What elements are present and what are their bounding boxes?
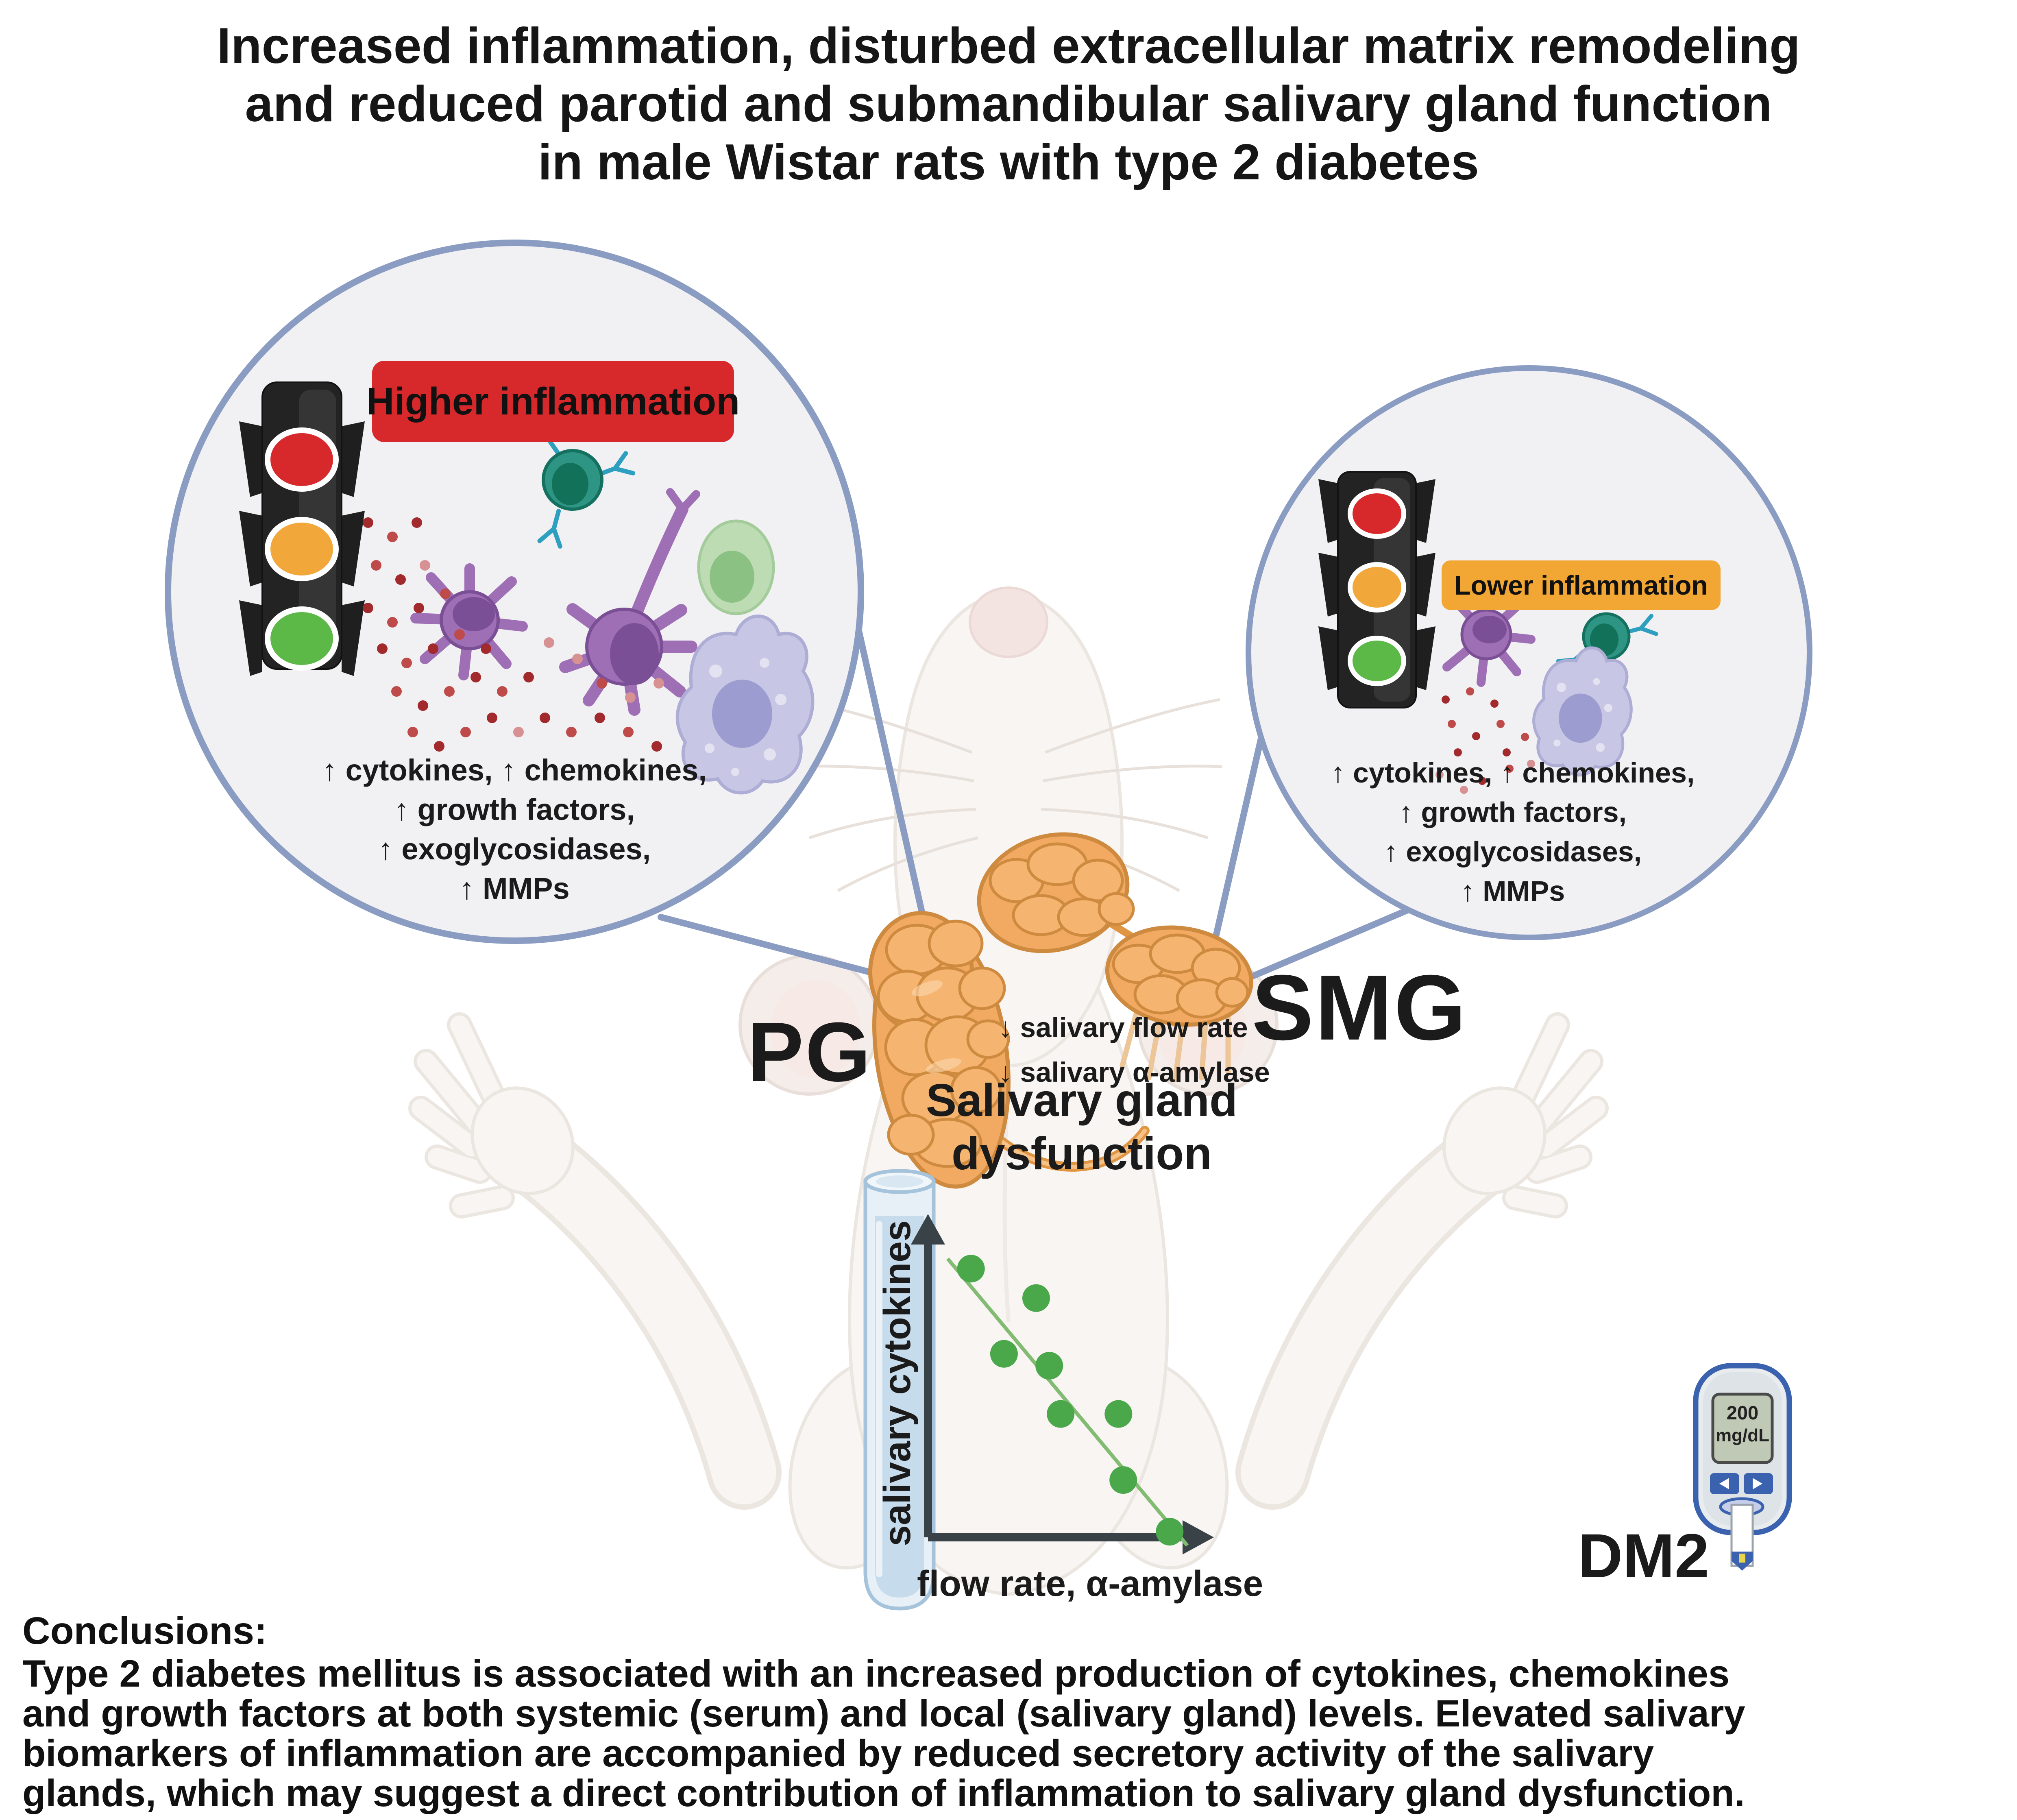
secretion-dots-left	[363, 517, 664, 752]
dysfunction-caption: Salivary gland dysfunction	[876, 1074, 1287, 1180]
conclusions-line: and growth factors at both systemic (ser…	[22, 1692, 1745, 1735]
rat-right-paw	[1442, 1012, 1609, 1218]
title-line-2: and reduced parotid and submandibular sa…	[245, 76, 1772, 132]
marker-line: ↑ cytokines, ↑ chemokines,	[322, 753, 707, 787]
dysfunction-line-1: Salivary gland	[926, 1075, 1238, 1126]
conclusions-heading: Conclusions:	[22, 1609, 267, 1652]
red-light	[1348, 488, 1406, 539]
traffic-light-visors	[239, 421, 365, 676]
higher-inflammation-banner: Higher inflammation	[366, 361, 740, 442]
scatter-point	[1156, 1518, 1184, 1546]
y-axis-label: salivary cytokines	[876, 1220, 918, 1546]
parotid-gland-label: PG	[747, 1005, 873, 1099]
secretion-dots-right	[1435, 687, 1535, 794]
traffic-light-icon-left	[239, 381, 365, 676]
dm2-label: DM2	[1578, 1521, 1710, 1591]
scatter-point	[990, 1340, 1018, 1368]
higher-inflammation-label: Higher inflammation	[366, 379, 740, 423]
immune-cells-left	[363, 416, 815, 795]
title-line-1: Increased inflammation, disturbed extrac…	[217, 18, 1800, 74]
rat-left-paw	[408, 1012, 575, 1218]
y-axis-arrowhead	[911, 1214, 945, 1245]
green-light	[1348, 636, 1406, 686]
lymphocyte-icon	[697, 519, 775, 615]
title-line-3: in male Wistar rats with type 2 diabetes	[538, 134, 1479, 190]
scatter-point	[957, 1255, 985, 1283]
salivary-flow-rate-label: ↓ salivary flow rate	[998, 1012, 1248, 1043]
conclusions-body: Type 2 diabetes mellitus is associated w…	[22, 1654, 2003, 1813]
lower-inflammation-banner: Lower inflammation	[1442, 560, 1721, 610]
amber-light	[265, 517, 339, 581]
glucometer-reading-value: 200	[1726, 1402, 1759, 1423]
smg-duct-hatches	[1120, 1002, 1231, 1083]
glucometer-icon	[1693, 1363, 1792, 1571]
salivary-glands-illustration	[868, 832, 1254, 1189]
test-tube-icon	[863, 1169, 936, 1611]
red-light	[265, 427, 339, 492]
marker-line: ↑ exoglycosidases,	[1383, 836, 1642, 867]
conclusions-line: glands, which may suggest a direct contr…	[22, 1772, 1745, 1814]
lower-inflammation-label: Lower inflammation	[1454, 570, 1708, 600]
marker-line: ↑ MMPs	[459, 872, 570, 905]
x-axis-arrowhead	[1183, 1520, 1214, 1554]
inflammation-markers-right: ↑ cytokines, ↑ chemokines, ↑ growth fact…	[1212, 753, 1814, 911]
conclusions-line: biomarkers of inflammation are accompani…	[22, 1732, 1654, 1774]
dendritic-cell-large-icon	[559, 488, 700, 716]
marker-line: ↑ exoglycosidases,	[378, 832, 651, 866]
glucometer-reading-unit: mg/dL	[1716, 1425, 1769, 1445]
immune-cells-right	[1435, 574, 1658, 794]
marker-line: ↑ growth factors,	[394, 793, 635, 826]
glucometer-screen	[1711, 1393, 1774, 1464]
scatter-point	[1022, 1284, 1050, 1312]
rat-nose	[969, 586, 1048, 658]
scatter-point	[1035, 1352, 1063, 1380]
submandibular-gland-label: SMG	[1252, 956, 1468, 1059]
marker-line: ↑ cytokines, ↑ chemokines,	[1331, 757, 1695, 789]
plot-axes	[924, 1238, 1185, 1541]
marker-line: ↑ MMPs	[1460, 875, 1565, 907]
traffic-light-icon-right	[1318, 471, 1435, 708]
dysfunction-line-2: dysfunction	[951, 1128, 1212, 1179]
scatter-point	[1104, 1400, 1133, 1428]
inflammation-markers-left: ↑ cytokines, ↑ chemokines, ↑ growth fact…	[189, 750, 840, 908]
macrophage-icon	[1532, 646, 1633, 777]
gland-lobules	[877, 842, 1249, 1168]
amber-light	[1348, 562, 1406, 612]
salivary-amylase-label: ↓ salivary α-amylase	[998, 1057, 1270, 1088]
scatter-plot	[911, 1214, 1214, 1554]
scatter-point	[1047, 1400, 1075, 1428]
conclusions-line: Type 2 diabetes mellitus is associated w…	[22, 1652, 1730, 1695]
scatter-points	[957, 1255, 1184, 1546]
green-light	[265, 606, 339, 671]
macrophage-icon	[675, 615, 815, 795]
dendritic-cell-icon	[410, 563, 528, 680]
scatter-point	[1109, 1466, 1137, 1494]
x-axis-label: flow rate, α-amylase	[917, 1563, 1263, 1604]
page-title: Increased inflammation, disturbed extrac…	[0, 17, 2017, 192]
marker-line: ↑ growth factors,	[1398, 796, 1627, 828]
